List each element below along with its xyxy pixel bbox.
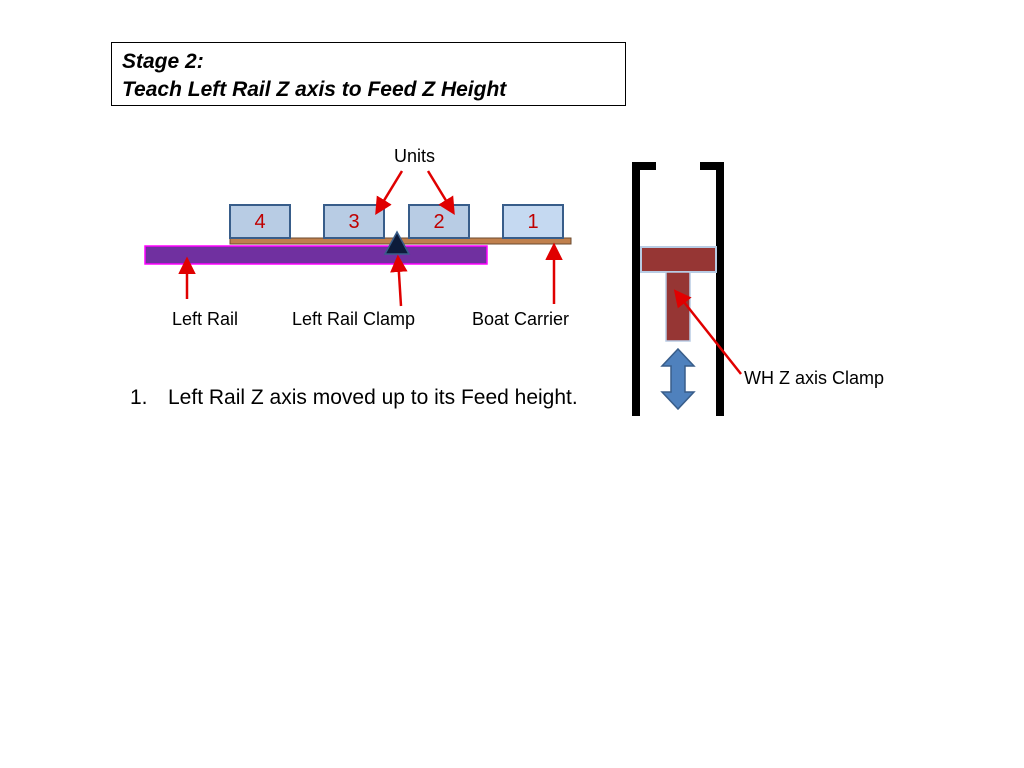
unit-1 bbox=[502, 204, 564, 239]
wh-frame-right bbox=[700, 162, 724, 416]
left-rail bbox=[144, 245, 488, 265]
wh-clamp-arrow bbox=[673, 289, 742, 375]
left-rail-clamp-label: Left Rail Clamp bbox=[292, 309, 416, 329]
units-label: Units bbox=[394, 146, 436, 166]
left-rail-clamp-arrow bbox=[390, 254, 408, 307]
boat-carrier-label: Boat Carrier bbox=[472, 309, 570, 329]
step-text: Left Rail Z axis moved up to its Feed he… bbox=[168, 386, 578, 409]
unit-number-1: 1 bbox=[527, 211, 539, 233]
wh-clamp-top bbox=[640, 246, 717, 273]
step-number: 1. bbox=[130, 386, 148, 409]
wh-clamp-label: WH Z axis Clamp bbox=[744, 368, 885, 388]
unit-number-3: 3 bbox=[348, 211, 360, 233]
units-arrow-right bbox=[426, 170, 455, 215]
title-box: Stage 2: Teach Left Rail Z axis to Feed … bbox=[111, 42, 626, 106]
wh-frame-left bbox=[632, 162, 656, 416]
unit-number-2: 2 bbox=[433, 211, 445, 233]
unit-4 bbox=[229, 204, 291, 239]
stage-title: Stage 2: bbox=[122, 50, 204, 73]
units-arrow-left bbox=[375, 170, 404, 215]
unit-3 bbox=[323, 204, 385, 239]
left-rail-label: Left Rail bbox=[172, 309, 239, 329]
stage-subtitle: Teach Left Rail Z axis to Feed Z Height bbox=[122, 78, 507, 101]
unit-number-4: 4 bbox=[254, 211, 266, 233]
up-down-arrow bbox=[660, 347, 696, 411]
left-rail-clamp bbox=[383, 230, 411, 255]
